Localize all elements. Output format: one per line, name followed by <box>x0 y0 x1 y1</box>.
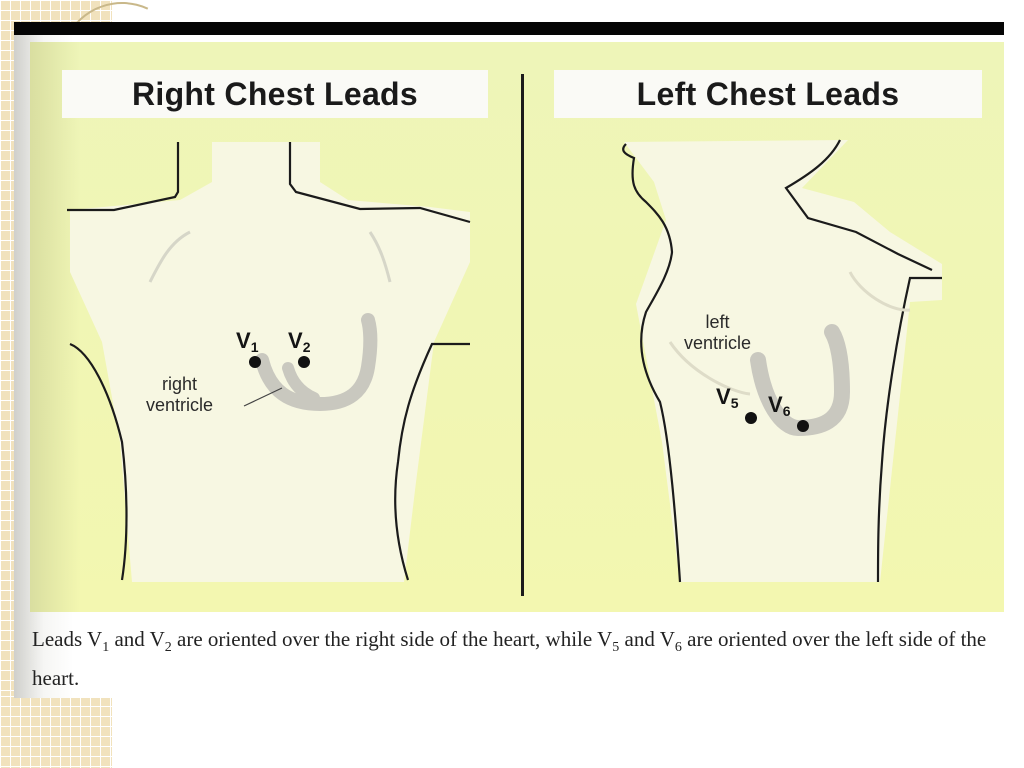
label-line: right <box>162 374 198 394</box>
caption-subscript: 5 <box>612 640 620 655</box>
front-clavicle-right <box>368 231 392 283</box>
caption-subscript: 2 <box>164 640 172 655</box>
front-right-arm-outline <box>394 342 470 581</box>
right-ventricle-pointer-line <box>243 387 283 407</box>
left-chest-leads-title: Left Chest Leads <box>554 70 982 118</box>
figure-caption: Leads V1 and V2 are oriented over the ri… <box>32 624 992 693</box>
side-pectoral-fold <box>848 271 911 312</box>
left-ventricle-label: left ventricle <box>684 312 751 354</box>
chest-leads-figure: Right Chest Leads Left Chest Leads V1 V2… <box>30 42 1004 612</box>
front-neck-right-outline <box>288 142 471 224</box>
side-shoulder-outline <box>784 139 933 271</box>
left-ventricle-shape <box>750 324 851 437</box>
caption-subscript: 6 <box>674 640 682 655</box>
decorative-grid-bottom <box>0 696 112 768</box>
right-ventricle-shape <box>255 313 378 412</box>
lead-v2-label: V2 <box>288 328 310 355</box>
right-chest-leads-title: Right Chest Leads <box>62 70 488 118</box>
lead-v5-label: V5 <box>716 384 738 411</box>
electrode-v6-dot <box>797 420 809 432</box>
lead-letter: V <box>288 328 303 353</box>
front-left-arm-outline <box>69 342 128 581</box>
caption-text: are oriented over the left side of the h… <box>32 627 987 690</box>
lead-subscript: 6 <box>782 403 791 419</box>
lead-letter: V <box>236 328 251 353</box>
slide-title-bar <box>14 22 1004 35</box>
caption-text: and V <box>109 627 165 651</box>
electrode-v5-dot <box>745 412 757 424</box>
side-front-outline <box>876 276 942 583</box>
label-line: left <box>705 312 730 332</box>
lead-letter: V <box>716 384 731 409</box>
electrode-v1-dot <box>249 356 261 368</box>
caption-text: are oriented over the right side of the … <box>171 627 613 651</box>
lead-subscript: 2 <box>302 339 311 355</box>
lead-letter: V <box>768 392 783 417</box>
front-clavicle-left <box>148 230 191 283</box>
side-back-outline <box>622 143 682 583</box>
electrode-v2-dot <box>298 356 310 368</box>
front-neck-left-outline <box>67 142 180 212</box>
label-line: ventricle <box>684 333 752 353</box>
lead-v1-label: V1 <box>236 328 258 355</box>
label-line: ventricle <box>146 395 214 415</box>
caption-text: and V <box>619 627 675 651</box>
lead-subscript: 1 <box>250 339 259 355</box>
front-torso-fill <box>70 142 470 582</box>
side-ribcage-line <box>668 341 751 396</box>
decorative-grid-left <box>0 0 14 768</box>
side-torso-fill <box>624 140 942 582</box>
lead-v6-label: V6 <box>768 392 790 419</box>
panel-divider <box>521 74 524 596</box>
right-ventricle-label: right ventricle <box>146 374 213 416</box>
lead-subscript: 5 <box>730 395 739 411</box>
caption-text: Leads V <box>32 627 103 651</box>
figure-edge-shade <box>30 42 80 612</box>
torso-illustrations <box>67 139 942 583</box>
caption-subscript: 1 <box>102 640 110 655</box>
